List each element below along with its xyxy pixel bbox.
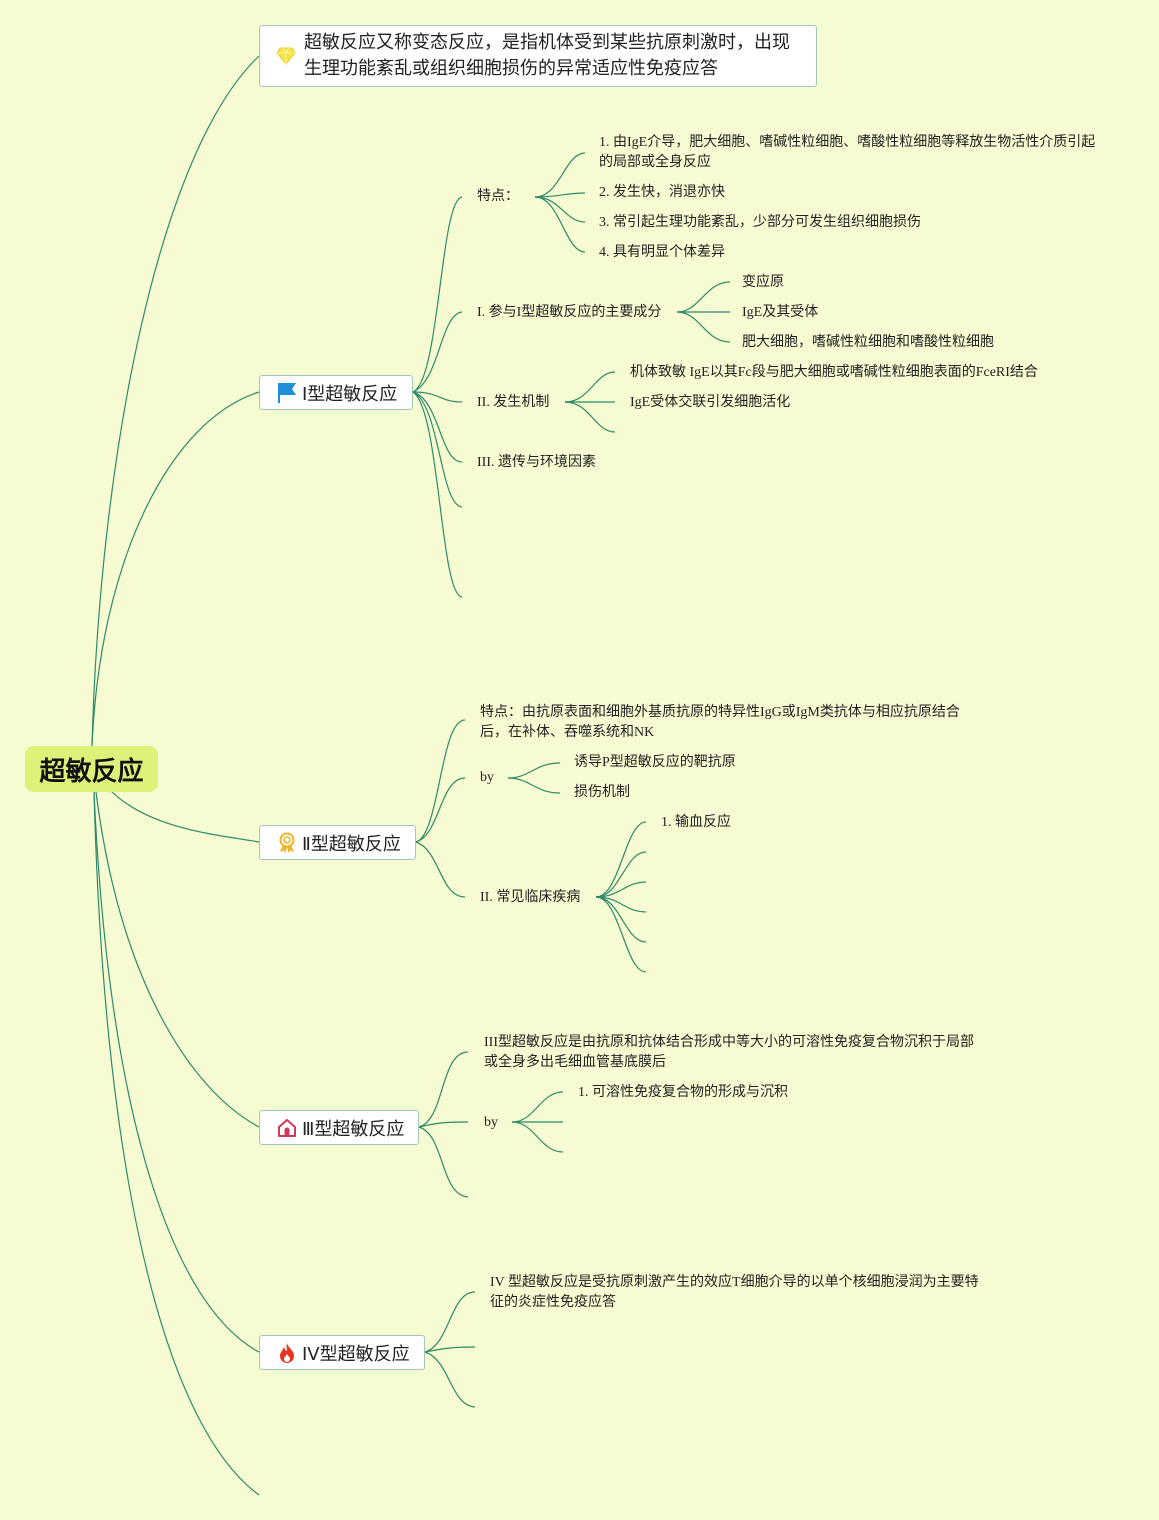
link-root-type3 <box>95 791 260 1128</box>
home-icon <box>276 1117 298 1139</box>
diamond-icon <box>276 45 296 67</box>
type2-label: Ⅱ型超敏反应 <box>302 833 401 855</box>
type2-node[interactable]: Ⅱ型超敏反应 <box>259 825 416 860</box>
type3-by-label[interactable]: by <box>484 1115 498 1130</box>
type1-node[interactable]: Ⅰ型超敏反应 <box>259 375 413 410</box>
type2-diseases-label[interactable]: II. 常见临床疾病 <box>480 890 581 905</box>
link-root-bottom <box>93 791 260 1496</box>
link-root-definition <box>91 55 260 747</box>
fire-icon <box>276 1342 298 1364</box>
type1-label: Ⅰ型超敏反应 <box>302 383 398 405</box>
type2-features[interactable]: 特点：由抗原表面和细胞外基质抗原的特异性IgG或IgM类抗体与相应抗原结合后，在… <box>480 705 960 740</box>
type1-component-item[interactable]: IgE及其受体 <box>742 305 819 320</box>
type2-disease-item[interactable]: 1. 输血反应 <box>661 815 731 830</box>
type2-by-label[interactable]: by <box>480 770 494 785</box>
type3-by-item[interactable]: 1. 可溶性免疫复合物的形成与沉积 <box>578 1085 788 1100</box>
type1-feature-item[interactable]: 2. 发生快，消退亦快 <box>599 185 725 200</box>
type2-by-item[interactable]: 诱导P型超敏反应的靶抗原 <box>574 755 736 770</box>
type3-description[interactable]: III型超敏反应是由抗原和抗体结合形成中等大小的可溶性免疫复合物沉积于局部或全身… <box>484 1035 974 1070</box>
type1-genetics-label[interactable]: III. 遗传与环境因素 <box>477 455 596 470</box>
root-node[interactable]: 超敏反应 <box>25 746 158 792</box>
type1-component-item[interactable]: 变应原 <box>742 275 784 290</box>
type1-features-label[interactable]: 特点： <box>477 189 519 204</box>
type1-mechanism-item[interactable]: IgE受体交联引发细胞活化 <box>630 395 791 410</box>
type1-feature-item[interactable]: 1. 由IgE介导，肥大细胞、嗜碱性粒细胞、嗜酸性粒细胞等释放生物活性介质引起的… <box>599 135 1096 170</box>
type1-mechanism-item[interactable]: 机体致敏 IgE以其Fc段与肥大细胞或嗜碱性粒细胞表面的FceRI结合 <box>630 365 1038 380</box>
type1-components-label[interactable]: I. 参与I型超敏反应的主要成分 <box>477 305 662 320</box>
flag-icon <box>276 382 298 404</box>
definition-node[interactable]: 超敏反应又称变态反应，是指机体受到某些抗原刺激时，出现生理功能紊乱或组织细胞损伤… <box>259 25 817 87</box>
type4-node[interactable]: IV型超敏反应 <box>259 1335 425 1370</box>
type4-label: IV型超敏反应 <box>302 1343 410 1365</box>
type1-feature-item[interactable]: 4. 具有明显个体差异 <box>599 245 725 260</box>
type1-component-item[interactable]: 肥大细胞，嗜碱性粒细胞和嗜酸性粒细胞 <box>742 335 994 350</box>
type2-by-item[interactable]: 损伤机制 <box>574 785 630 800</box>
link-root-type2 <box>109 789 260 843</box>
type4-description[interactable]: IV 型超敏反应是受抗原刺激产生的效应T细胞介导的以单个核细胞浸润为主要特征的炎… <box>490 1275 979 1310</box>
link-root-type1 <box>91 391 260 747</box>
definition-text: 超敏反应又称变态反应，是指机体受到某些抗原刺激时，出现生理功能紊乱或组织细胞损伤… <box>304 32 790 79</box>
type3-node[interactable]: Ⅲ型超敏反应 <box>259 1110 419 1145</box>
type1-feature-item[interactable]: 3. 常引起生理功能紊乱，少部分可发生组织细胞损伤 <box>599 215 921 230</box>
award-icon <box>276 832 298 854</box>
type1-mechanism-label[interactable]: II. 发生机制 <box>477 395 550 410</box>
link-root-type4 <box>93 791 260 1353</box>
type3-label: Ⅲ型超敏反应 <box>302 1118 405 1140</box>
root-label: 超敏反应 <box>39 756 144 787</box>
